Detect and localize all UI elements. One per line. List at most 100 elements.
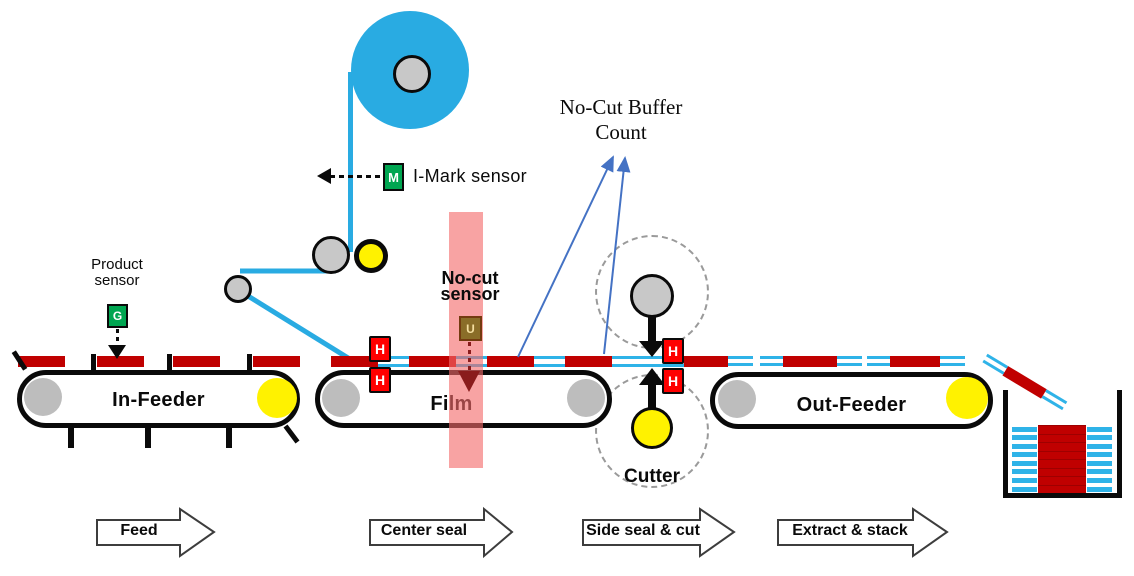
cutter-down-arrowhead-icon (639, 341, 665, 357)
stacked-package-film-end (1087, 460, 1112, 466)
center-seal-heater-top: H (369, 336, 391, 362)
cutter-top-roller (630, 274, 674, 318)
product-item (97, 356, 144, 367)
in-feeder-lug (91, 354, 96, 372)
cutter-up-arrowhead-icon (639, 368, 665, 385)
heater-letter: H (667, 373, 679, 389)
process-step-extract-label: Extract & stack (792, 522, 908, 539)
stacked-package-film-end (1012, 443, 1037, 449)
stacked-package-film-end (1087, 426, 1112, 432)
i-mark-arrow-line (330, 175, 383, 178)
heater-letter: H (374, 372, 386, 388)
cutter-down-arrow-shaft (648, 316, 656, 342)
in-feeder-label: In-Feeder (112, 389, 205, 411)
film-web-diagonal (238, 288, 355, 364)
product-item (253, 356, 300, 367)
cutter-bottom-roller (631, 407, 673, 449)
heater-letter: H (374, 341, 386, 357)
product-sensor-icon: G (107, 304, 128, 328)
film-roll-core (393, 55, 431, 93)
no-cut-sensor-icon: U (459, 316, 482, 341)
stacked-package-film-end (1087, 486, 1112, 492)
no-cut-sensor-label: No-cut sensor (420, 268, 520, 304)
product-item (565, 356, 612, 367)
stacked-package-product (1038, 433, 1086, 443)
film-conveyor-right-roller (567, 379, 605, 417)
cut-package-product (890, 356, 940, 367)
out-feeder-label: Out-Feeder (796, 394, 907, 416)
stacked-package-film-end (1087, 452, 1112, 458)
process-arrow-feed (96, 507, 216, 558)
stacked-package-product (1038, 459, 1086, 468)
i-mark-sensor-letter: M (388, 169, 399, 185)
film-conveyor-left-roller (322, 379, 360, 417)
stacked-package-film-end (1012, 426, 1037, 432)
stacked-package-product (1038, 450, 1086, 460)
product-sensor-label-line1: Product (91, 256, 143, 273)
i-mark-sensor-label: I-Mark sensor (413, 166, 527, 186)
nip-roller-gray (312, 236, 350, 274)
process-arrow-center-seal (369, 506, 514, 559)
nip-roller-drive-yellow (354, 239, 388, 273)
no-cut-buffer-count-line2: Count (595, 120, 647, 144)
in-feeder-conveyor (17, 370, 300, 428)
stacked-package-film-end (1087, 443, 1112, 449)
stacked-package-film-end (1087, 435, 1112, 441)
product-item (331, 356, 378, 367)
cut-package-film-end (837, 356, 862, 366)
no-cut-buffer-count-label: No-Cut Buffer Count (546, 95, 696, 145)
buffer-count-leader-2 (603, 156, 631, 355)
stacked-package-film-end (1012, 435, 1037, 441)
side-seal-heater-bottom: H (662, 368, 684, 394)
cut-package-product (783, 356, 837, 367)
bin-bottom (1003, 493, 1122, 498)
in-feeder-leg (145, 427, 151, 448)
product-sensor-label-line2: sensor (94, 272, 140, 289)
in-feeder-right-roller (257, 378, 297, 418)
stacked-package-product (1038, 467, 1086, 477)
cut-package-film-end (760, 356, 783, 366)
cut-package-film-end (728, 356, 753, 366)
idler-roller-small (224, 275, 252, 303)
in-feeder-leg (226, 427, 232, 448)
product-sensor-arrowhead-icon (108, 345, 126, 359)
stacked-package-film-end (1087, 478, 1112, 483)
stacked-package-product (1038, 484, 1086, 494)
stacked-package-film-end (1012, 478, 1037, 483)
stacked-package-film-end (1087, 469, 1112, 475)
product-sensor-label: Product sensor (67, 257, 167, 289)
product-sensor-arrow-line (116, 329, 119, 346)
no-cut-sensor-label-line2: sensor (440, 284, 500, 304)
bin-right-wall (1117, 390, 1122, 498)
cut-package-product (684, 356, 728, 367)
product-sensor-letter: G (112, 309, 123, 323)
product-item (18, 356, 65, 367)
no-cut-sensor-arrowhead-icon (458, 371, 480, 392)
cut-package-film-end (940, 356, 965, 366)
process-step-feed-label: Feed (120, 522, 158, 539)
cutter-up-arrow-shaft (648, 385, 656, 409)
in-feeder-leg (68, 427, 74, 448)
center-seal-heater-bottom: H (369, 367, 391, 393)
in-feeder-lug (247, 354, 252, 372)
buffer-count-leader-1 (517, 155, 614, 358)
no-cut-sensor-arrow-line (468, 342, 471, 371)
stacked-package-product (1038, 476, 1086, 485)
heater-letter: H (667, 343, 679, 359)
out-feeder-left-roller (718, 380, 756, 418)
side-seal-heater-top: H (662, 338, 684, 364)
product-item (173, 356, 220, 367)
product-item (487, 356, 534, 367)
process-arrow-extract (777, 507, 949, 558)
stacked-package-film-end (1012, 469, 1037, 475)
product-item (409, 356, 456, 367)
out-feeder-right-roller (946, 377, 988, 419)
process-step-side-seal-label: Side seal & cut (586, 522, 700, 539)
cutter-label: Cutter (624, 466, 680, 487)
no-cut-sensor-label-line1: No-cut (441, 268, 499, 288)
no-cut-buffer-count-line1: No-Cut Buffer (559, 95, 683, 119)
stacked-package-product (1038, 442, 1086, 451)
